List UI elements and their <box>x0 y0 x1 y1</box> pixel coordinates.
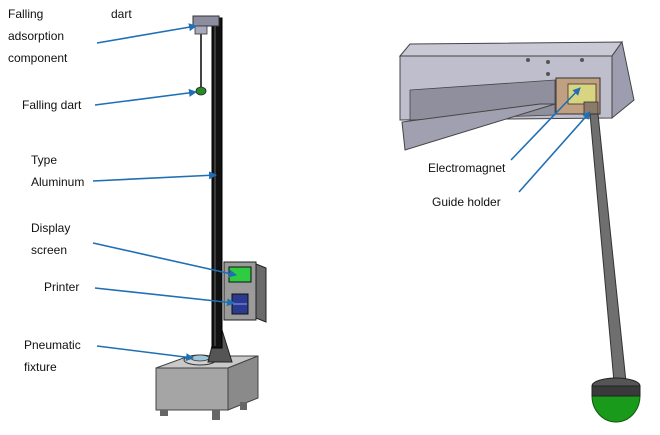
foot <box>240 402 247 410</box>
arrow-electromagnet <box>510 87 581 161</box>
arrow-adsorption <box>96 23 197 44</box>
mount-hole <box>546 72 550 76</box>
base-cabinet-side <box>227 355 259 411</box>
label-printer: Printer <box>44 280 80 294</box>
mount-hole <box>546 60 550 64</box>
label-falling-dart-adsorption-word2: dart <box>111 7 132 21</box>
mount-hole <box>580 58 584 62</box>
arrows <box>92 23 591 362</box>
label-display-screen-line2: screen <box>31 243 68 257</box>
arrow-display-screen <box>92 242 237 278</box>
base-cabinet-front <box>155 367 229 411</box>
dart-head <box>195 86 207 96</box>
wedge-bracket <box>401 103 556 151</box>
arrow-aluminum <box>92 171 217 182</box>
impact-tester-illustration <box>155 15 267 420</box>
label-falling-dart-adsorption-line3: component <box>8 51 68 65</box>
electromagnet-illustration <box>398 40 641 423</box>
arrow-falling-dart <box>94 88 197 106</box>
pneumatic-fixture-inner <box>190 354 210 362</box>
label-electromagnet: Electromagnet <box>428 161 506 175</box>
control-panel-side <box>255 263 267 323</box>
label-falling-dart-adsorption-word1: Falling <box>8 7 44 21</box>
adsorption-block <box>194 25 208 35</box>
label-falling-dart: Falling dart <box>22 98 82 112</box>
arrow-guide-holder <box>518 111 591 193</box>
dart-rod-long <box>589 113 627 383</box>
label-display-screen-line1: Display <box>31 221 71 235</box>
electromagnet-core <box>567 83 597 105</box>
foot <box>212 410 220 420</box>
housing-side <box>611 40 635 120</box>
aluminum-column-highlight <box>214 20 216 346</box>
label-pneumatic-fixture-line2: fixture <box>24 360 57 374</box>
dart-ball-band <box>591 385 641 397</box>
arrow-pneumatic-fixture <box>96 345 194 362</box>
foot <box>160 410 168 416</box>
label-guide-holder: Guide holder <box>432 195 501 209</box>
mount-hole <box>526 58 530 62</box>
top-arm <box>192 15 220 27</box>
label-pneumatic-fixture-line1: Pneumatic <box>24 338 81 352</box>
label-type-aluminum-line2: Aluminum <box>31 175 85 189</box>
label-falling-dart-adsorption-line2: adsorption <box>8 29 65 43</box>
housing-top <box>398 41 623 57</box>
aluminum-column <box>211 17 223 349</box>
arrow-printer <box>94 287 235 307</box>
label-type-aluminum-line1: Type <box>31 153 58 167</box>
